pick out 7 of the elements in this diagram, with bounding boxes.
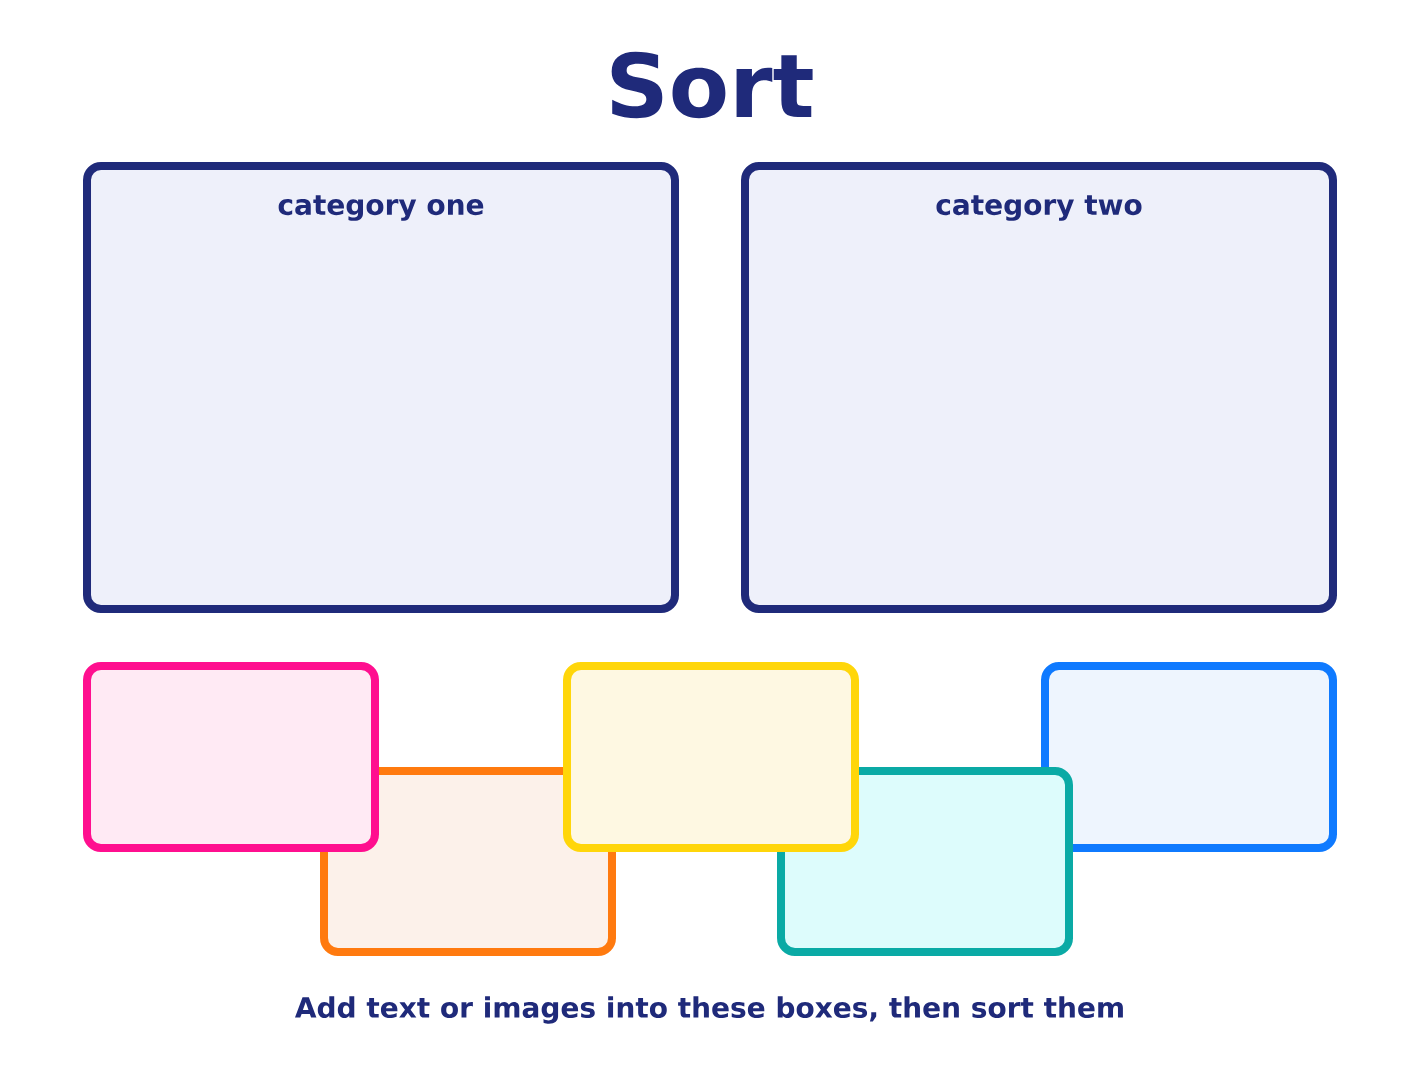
category-box: category one <box>83 162 679 613</box>
category-box: category two <box>741 162 1337 613</box>
card-box <box>1041 662 1337 852</box>
card-box <box>563 662 859 852</box>
title: Sort <box>611 51 813 119</box>
card-box <box>83 662 379 852</box>
instruction-text: Add text or images into these boxes, then sort them <box>295 996 1123 1024</box>
